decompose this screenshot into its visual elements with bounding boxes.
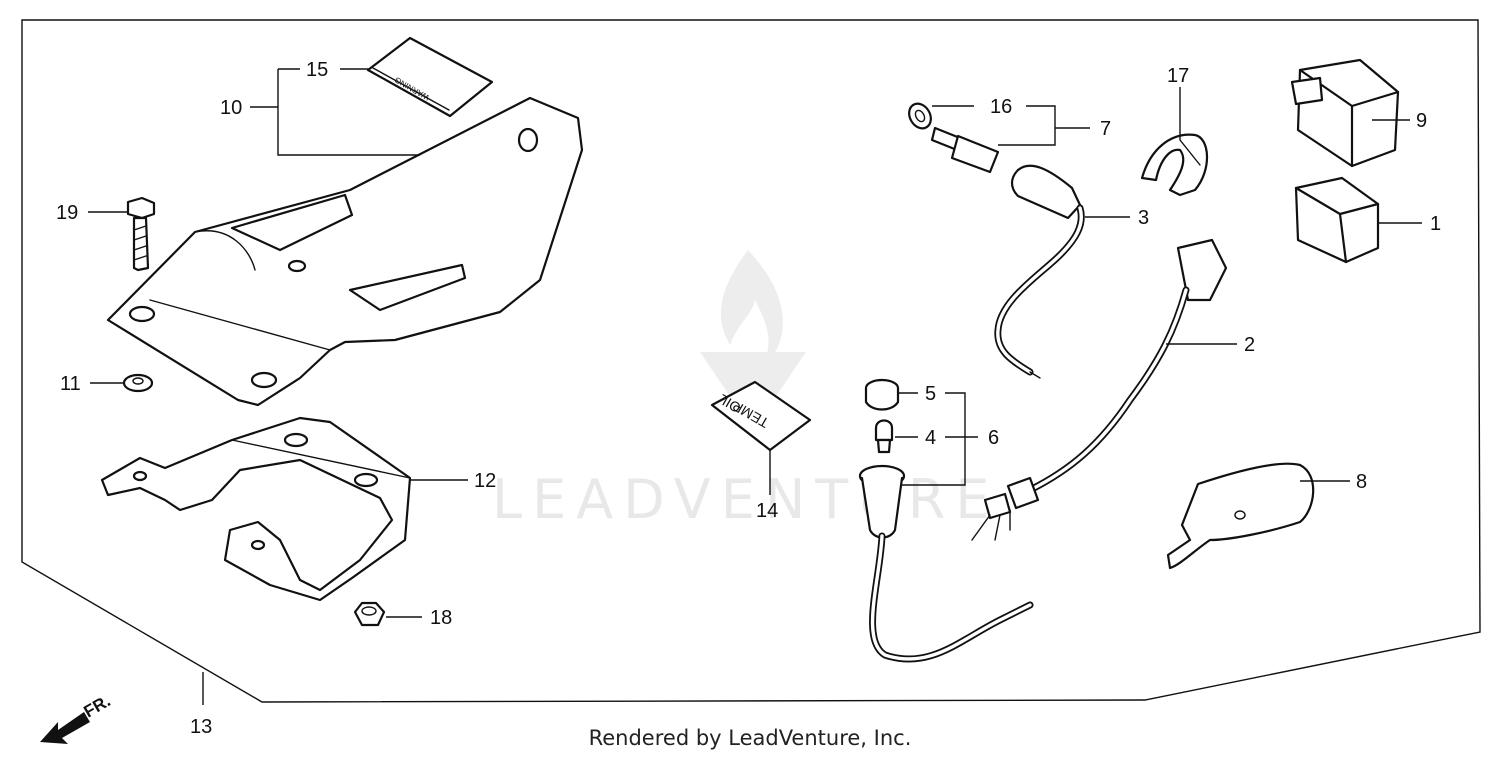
part-19-bolt[interactable] <box>126 196 156 272</box>
footer-credit: Rendered by LeadVenture, Inc. <box>588 726 912 750</box>
callout-2: 2 <box>1244 334 1255 356</box>
watermark: LEADVENTURE <box>492 250 999 531</box>
callout-1: 1 <box>1430 213 1441 235</box>
part-4-bulb[interactable] <box>874 419 894 454</box>
callout-16: 16 <box>990 96 1012 118</box>
part-3-oil-temp-sensor[interactable] <box>930 126 1085 379</box>
part-16-washer[interactable] <box>905 100 935 133</box>
part-11-washer[interactable] <box>122 373 154 393</box>
callout-12: 12 <box>474 470 496 492</box>
front-arrow-icon <box>40 712 90 744</box>
callout-8: 8 <box>1356 471 1367 493</box>
callout-7: 7 <box>1100 118 1111 140</box>
callout-19: 19 <box>56 202 78 224</box>
leader-lines <box>88 68 1422 705</box>
callout-11: 11 <box>60 373 81 395</box>
part-17-clamp[interactable] <box>1140 133 1209 197</box>
callout-5: 5 <box>925 383 936 405</box>
part-12-lower-bracket[interactable] <box>100 416 412 602</box>
callout-9: 9 <box>1416 110 1427 132</box>
part-9-module[interactable] <box>1290 58 1400 168</box>
part-10-bracket[interactable] <box>106 96 584 407</box>
callout-10: 10 <box>220 97 242 119</box>
part-8-plate[interactable] <box>1166 462 1315 570</box>
part-18-nut[interactable] <box>353 601 386 627</box>
part-5-cap[interactable] <box>864 378 900 411</box>
callout-3: 3 <box>1138 207 1149 229</box>
callout-4: 4 <box>925 427 936 449</box>
part-6-socket[interactable] <box>858 464 1034 663</box>
callout-13: 13 <box>190 716 212 738</box>
watermark-text: LEADVENTURE <box>492 468 999 531</box>
callout-17: 17 <box>1167 65 1189 87</box>
part-2-harness[interactable] <box>971 238 1228 541</box>
part-1-holder[interactable] <box>1294 176 1380 264</box>
callout-6: 6 <box>988 427 999 449</box>
part-15-warning-decal[interactable]: WARNING <box>366 36 494 118</box>
callout-15: 15 <box>306 59 328 81</box>
callouts: 15 10 19 11 12 18 13 16 7 3 17 9 1 2 8 5… <box>56 59 1441 738</box>
callout-18: 18 <box>430 607 452 629</box>
callout-14: 14 <box>756 500 778 522</box>
group-outline <box>21 19 1481 703</box>
part-14-oil-temp-decal[interactable]: OIL TEMP <box>710 380 812 452</box>
